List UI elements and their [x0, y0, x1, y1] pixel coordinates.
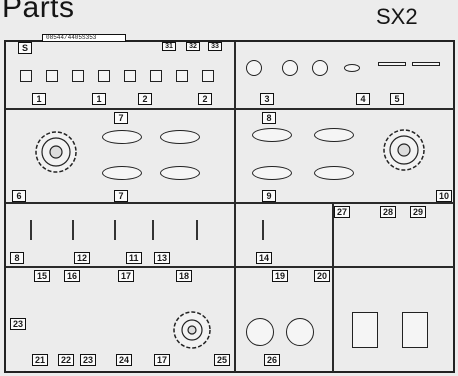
- sprocket-part-10: [383, 129, 425, 171]
- label-13: 13: [154, 252, 171, 264]
- label-s: S: [18, 42, 32, 54]
- part-1-b: [46, 70, 58, 82]
- label-9: 9: [262, 190, 276, 202]
- label-19: 19: [272, 270, 289, 282]
- stem: [72, 220, 74, 240]
- label-1a: 1: [32, 93, 46, 105]
- label-33: 33: [208, 42, 222, 51]
- label-6: 6: [12, 190, 26, 202]
- sprue-frame: [4, 40, 455, 373]
- label-7a: 7: [114, 112, 128, 124]
- part-3-c: [312, 60, 328, 76]
- label-26: 26: [264, 354, 281, 366]
- label-32: 32: [186, 42, 200, 51]
- runner-lower-section: [6, 266, 454, 268]
- runner-right-inner: [332, 204, 334, 372]
- label-29: 29: [410, 206, 427, 218]
- part-2-d: [202, 70, 214, 82]
- label-31: 31: [162, 42, 176, 51]
- label-25: 25: [214, 354, 231, 366]
- runner-center: [234, 42, 236, 372]
- track-link-8-a: [252, 128, 292, 142]
- label-12: 12: [74, 252, 91, 264]
- runner-mid-section: [6, 202, 454, 204]
- label-27: 27: [334, 206, 351, 218]
- part-4: [344, 64, 360, 72]
- runner-top-section: [6, 108, 454, 110]
- label-15: 15: [34, 270, 51, 282]
- idler-wheel-26-b: [286, 318, 314, 346]
- stem: [196, 220, 198, 240]
- label-22: 22: [58, 354, 75, 366]
- part-1-d: [98, 70, 110, 82]
- label-2b: 2: [198, 93, 212, 105]
- part-2-b: [150, 70, 162, 82]
- part-1-a: [20, 70, 32, 82]
- stem: [262, 220, 264, 240]
- part-5-b: [412, 62, 440, 66]
- sprue-code-strip: 08544/4405S353: [42, 34, 126, 42]
- label-3: 3: [260, 93, 274, 105]
- part-2-c: [176, 70, 188, 82]
- label-5: 5: [390, 93, 404, 105]
- label-4: 4: [356, 93, 370, 105]
- label-11: 11: [126, 252, 142, 264]
- sheet-code: SX2: [376, 4, 418, 29]
- label-14: 14: [256, 252, 273, 264]
- part-5-a: [378, 62, 406, 66]
- track-link-9-a: [252, 166, 292, 180]
- label-8a: 8: [262, 112, 276, 124]
- label-17a: 17: [118, 270, 135, 282]
- part-3-a: [246, 60, 262, 76]
- label-21: 21: [32, 354, 49, 366]
- track-link-7-d: [160, 166, 200, 180]
- wheel-part-25: [173, 311, 211, 349]
- label-16: 16: [64, 270, 81, 282]
- label-18: 18: [176, 270, 193, 282]
- track-link-9-b: [314, 166, 354, 180]
- part-2-a: [124, 70, 136, 82]
- sprocket-part-6: [35, 131, 77, 173]
- track-link-7-a: [102, 130, 142, 144]
- label-10: 10: [436, 190, 453, 202]
- label-8b: 8: [10, 252, 24, 264]
- label-28: 28: [380, 206, 397, 218]
- label-20: 20: [314, 270, 331, 282]
- stem: [30, 220, 32, 240]
- stem: [114, 220, 116, 240]
- track-link-7-c: [102, 166, 142, 180]
- track-link-7-b: [160, 130, 200, 144]
- block-part-b: [402, 312, 428, 348]
- part-3-b: [282, 60, 298, 76]
- stem: [152, 220, 154, 240]
- part-1-c: [72, 70, 84, 82]
- label-23a: 23: [10, 318, 27, 330]
- page-title: Parts: [2, 0, 75, 24]
- label-1b: 1: [92, 93, 106, 105]
- label-7b: 7: [114, 190, 128, 202]
- track-link-8-b: [314, 128, 354, 142]
- label-23b: 23: [80, 354, 97, 366]
- label-17b: 17: [154, 354, 171, 366]
- idler-wheel-26-a: [246, 318, 274, 346]
- block-part-a: [352, 312, 378, 348]
- label-24: 24: [116, 354, 133, 366]
- label-2a: 2: [138, 93, 152, 105]
